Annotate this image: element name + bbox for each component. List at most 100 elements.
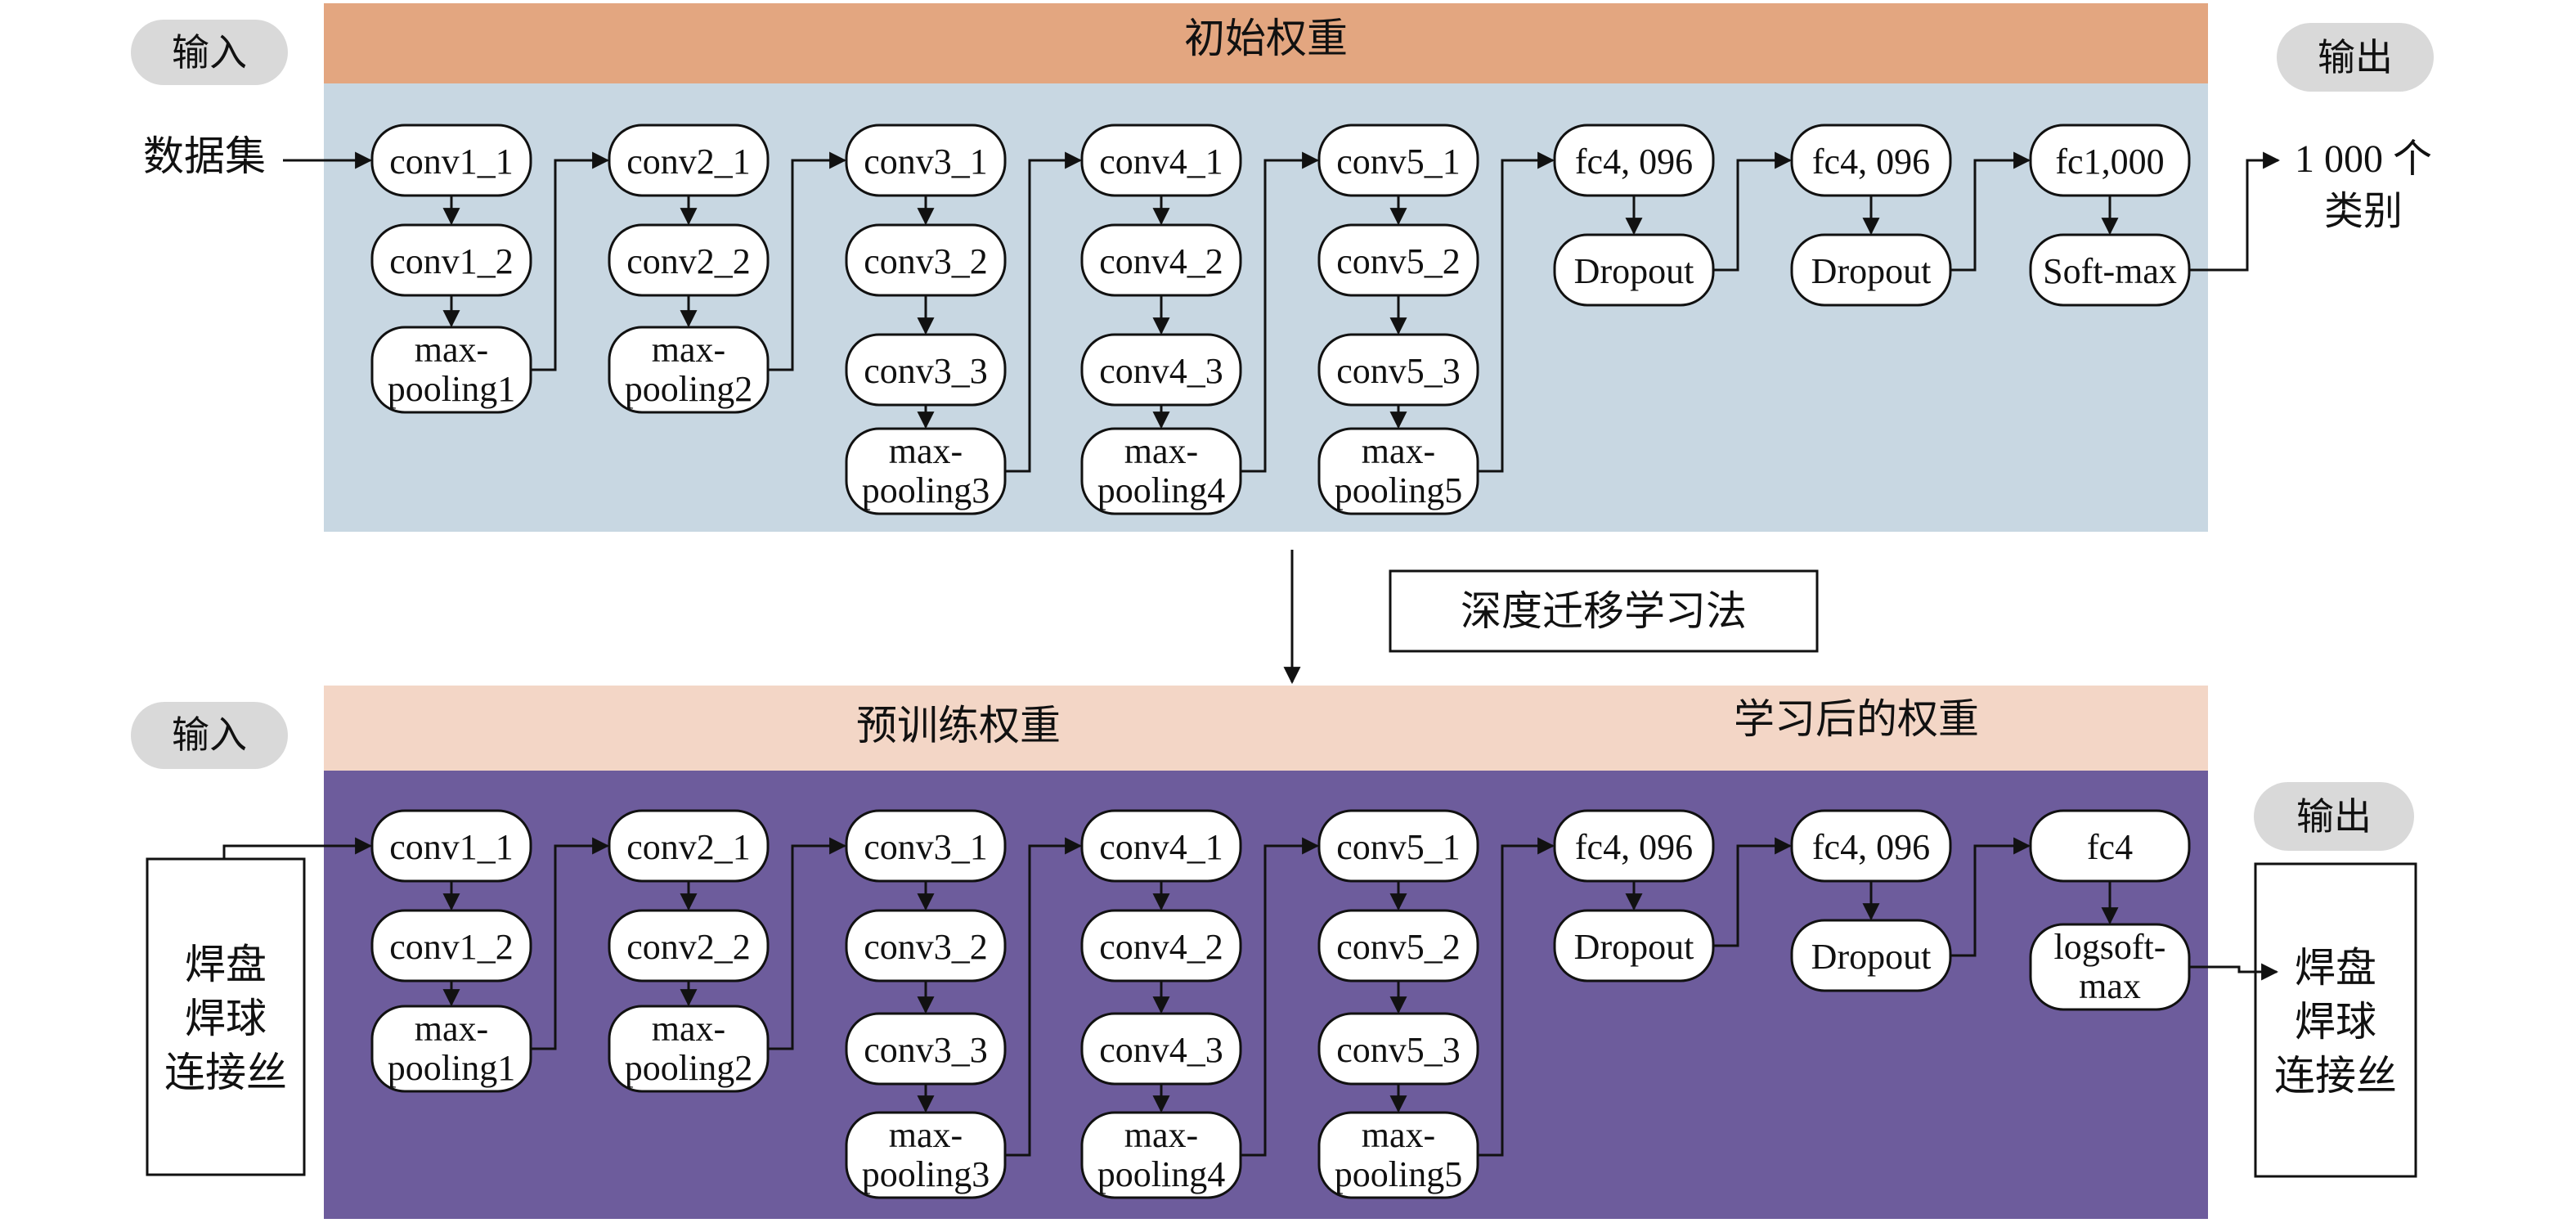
node-max-pooling5: max-pooling5: [1317, 1111, 1479, 1199]
node-label: max-: [1362, 1115, 1435, 1155]
node-conv5-3: conv5_3: [1317, 1012, 1479, 1086]
output-classes-line2: 类别: [2324, 190, 2403, 233]
node-label: conv2_1: [626, 827, 751, 867]
node-shape: [1317, 427, 1479, 515]
bottom-output-line2: 焊球: [2295, 999, 2376, 1045]
edge-entry: [222, 837, 373, 859]
output-classes-line1: 1 000 个: [2295, 137, 2432, 181]
node-shape: [1553, 909, 1715, 982]
node-conv2-1: conv2_1: [608, 809, 770, 883]
node-label: conv5_2: [1336, 927, 1461, 967]
edge-connector: [1005, 151, 1083, 473]
edge-connector: [1950, 151, 2031, 272]
node-shape: [845, 909, 1007, 982]
node-label: max-: [889, 431, 963, 471]
node-label: pooling5: [1335, 470, 1462, 510]
node-fc4-096: fc4, 096: [1790, 124, 1952, 197]
node-shape: [1080, 1111, 1242, 1199]
node-max-pooling1: max-pooling1: [370, 1005, 532, 1093]
node-shape: [1790, 233, 1952, 307]
node-shape: [2029, 923, 2191, 1011]
node-conv5-3: conv5_3: [1317, 333, 1479, 407]
top-input-tag-label: 输入: [172, 32, 247, 74]
node-label: Dropout: [1811, 251, 1932, 291]
edge-exit: [2189, 963, 2279, 981]
node-fc4-096: fc4, 096: [1790, 809, 1952, 883]
node-shape: [1317, 1012, 1479, 1086]
node-conv2-1: conv2_1: [608, 124, 770, 197]
node-shape: [608, 124, 770, 197]
node-conv1-2: conv1_2: [370, 909, 532, 982]
bottom-output-box: [2254, 862, 2417, 1178]
node-shape: [1553, 809, 1715, 883]
node-conv3-1: conv3_1: [845, 124, 1007, 197]
bottom-input-line3: 连接丝: [164, 1050, 287, 1095]
node-shape: [370, 124, 532, 197]
node-shape: [1317, 809, 1479, 883]
node-shape: [1317, 333, 1479, 407]
node-shape: [608, 326, 770, 414]
node-conv2-2: conv2_2: [608, 223, 770, 297]
top-network-edges: [283, 151, 2281, 473]
node-label: conv1_2: [389, 241, 514, 281]
edge-connector: [1478, 151, 1555, 473]
node-dropout: Dropout: [1790, 233, 1952, 307]
top-output-tag-label: 输出: [2318, 37, 2393, 79]
node-shape: [608, 1005, 770, 1093]
bottom-panel-header: [324, 686, 2208, 771]
node-label: max-: [652, 1009, 725, 1049]
node-max-pooling4: max-pooling4: [1080, 427, 1242, 515]
dataset-label: 数据集: [143, 133, 266, 179]
node-shape: [1790, 809, 1952, 883]
bottom-output-line3: 连接丝: [2274, 1053, 2397, 1099]
node-label: conv4_3: [1099, 1030, 1223, 1070]
node-fc4-096: fc4, 096: [1553, 124, 1715, 197]
edge-connector: [1713, 151, 1793, 272]
node-label: conv3_1: [864, 827, 988, 867]
node-label: conv3_2: [864, 927, 988, 967]
bottom-output-line1: 焊盘: [2295, 945, 2376, 991]
top-output-tag: [2277, 23, 2434, 92]
node-label: conv3_3: [864, 1030, 988, 1070]
node-label: conv3_1: [864, 142, 988, 182]
node-shape: [370, 1005, 532, 1093]
node-shape: [370, 809, 532, 883]
node-conv5-2: conv5_2: [1317, 909, 1479, 982]
node-label: max: [2079, 966, 2141, 1006]
node-shape: [370, 326, 532, 414]
node-shape: [845, 1111, 1007, 1199]
node-shape: [370, 223, 532, 297]
node-label: fc4, 096: [1575, 827, 1693, 867]
node-label: max-: [889, 1115, 963, 1155]
node-shape: [2029, 809, 2191, 883]
node-max-pooling2: max-pooling2: [608, 326, 770, 414]
node-conv4-2: conv4_2: [1080, 223, 1242, 297]
node-label: pooling2: [625, 1048, 752, 1088]
node-conv4-3: conv4_3: [1080, 1012, 1242, 1086]
node-shape: [1080, 809, 1242, 883]
node-conv3-3: conv3_3: [845, 1012, 1007, 1086]
node-conv5-1: conv5_1: [1317, 809, 1479, 883]
node-conv4-1: conv4_1: [1080, 124, 1242, 197]
node-label: conv1_1: [389, 142, 514, 182]
edge-connector: [1950, 837, 2031, 957]
transfer-label-box: [1389, 569, 1819, 653]
node-label: conv4_2: [1099, 927, 1223, 967]
node-shape: [1317, 909, 1479, 982]
node-fc4-096: fc4, 096: [1553, 809, 1715, 883]
node-label: conv5_3: [1336, 351, 1461, 391]
node-label: pooling1: [388, 369, 515, 409]
node-label: max-: [415, 1009, 488, 1049]
edge-connector: [1241, 151, 1320, 473]
node-label: pooling4: [1097, 1154, 1225, 1194]
node-label: max-: [415, 330, 488, 370]
node-shape: [1080, 909, 1242, 982]
top-input-tag: [131, 20, 288, 85]
node-shape: [845, 1012, 1007, 1086]
node-shape: [1553, 124, 1715, 197]
node-label: conv3_2: [864, 241, 988, 281]
edge-connector: [768, 151, 847, 371]
node-max-pooling3: max-pooling3: [845, 427, 1007, 515]
